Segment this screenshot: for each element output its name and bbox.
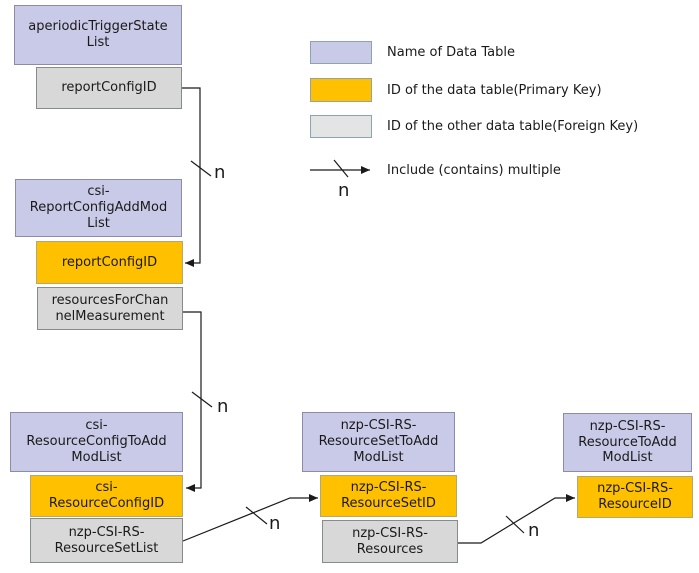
- multiplicity-tick: [245, 506, 268, 525]
- multiplicity-tick: [505, 515, 525, 534]
- legend-table-name-swatch: [310, 41, 372, 64]
- multiplicity-label: n: [269, 513, 280, 534]
- table-name-label: aperiodicTriggerState List: [28, 19, 168, 50]
- multiplicity-tick: [190, 160, 212, 177]
- table-name-label: nzp-CSI-RS- ResourceToAdd ModList: [578, 418, 677, 466]
- connector-line: [182, 87, 201, 267]
- foreign-key-reportConfigID: reportConfigID: [36, 67, 182, 109]
- foreign-key-label: reportConfigID: [61, 80, 157, 96]
- foreign-key-label: resourcesForChan nelMeasurement: [51, 292, 169, 324]
- legend-foreign-key-swatch: [310, 115, 372, 138]
- table-name-label: nzp-CSI-RS- ResourceSetToAdd ModList: [318, 418, 439, 465]
- primary-key-label: nzp-CSI-RS- ResourceID: [597, 481, 673, 512]
- table-name-label: csi- ResourceConfigToAdd ModList: [26, 418, 167, 465]
- foreign-key-resourcesForChannelMeasurement: resourcesForChan nelMeasurement: [37, 287, 183, 330]
- multiplicity-label: n: [528, 520, 539, 541]
- primary-key-nzp-CSI-RS-ResourceSetID: nzp-CSI-RS- ResourceSetID: [320, 475, 457, 517]
- legend-table-name-label: Name of Data Table: [387, 45, 515, 60]
- legend-multiple-label: Include (contains) multiple: [387, 163, 561, 178]
- foreign-key-label: nzp-CSI-RS- Resources: [352, 525, 428, 557]
- legend-primary-key-label: ID of the data table(Primary Key): [387, 83, 602, 98]
- legend-multiplicity-tick: [333, 159, 349, 178]
- multiplicity-tick: [191, 391, 213, 408]
- primary-key-reportConfigID: reportConfigID: [36, 241, 183, 284]
- primary-key-label: csi- ResourceConfigID: [48, 480, 165, 511]
- foreign-key-nzp-CSI-RS-Resources: nzp-CSI-RS- Resources: [322, 520, 458, 563]
- table-name-csi-ReportConfigAddModList: csi- ReportConfigAddMod List: [15, 179, 182, 237]
- primary-key-label: reportConfigID: [61, 254, 158, 270]
- table-name-nzp-CSI-RS-ResourceSetToAddModList: nzp-CSI-RS- ResourceSetToAdd ModList: [302, 412, 455, 472]
- table-name-csi-ResourceConfigToAddModList: csi- ResourceConfigToAdd ModList: [10, 412, 183, 472]
- multiplicity-label: n: [217, 396, 228, 417]
- primary-key-nzp-CSI-RS-ResourceID: nzp-CSI-RS- ResourceID: [577, 476, 693, 518]
- connector-line: [458, 494, 575, 544]
- table-name-nzp-CSI-RS-ResourceToAddModList: nzp-CSI-RS- ResourceToAdd ModList: [563, 413, 692, 472]
- legend-multiplicity-label: n: [338, 180, 349, 201]
- multiplicity-label: n: [214, 162, 225, 183]
- legend-foreign-key-label: ID of the other data table(Foreign Key): [387, 119, 639, 134]
- table-name-aperiodicTriggerStateList: aperiodicTriggerState List: [14, 5, 182, 65]
- foreign-key-nzp-CSI-RS-ResourceSetList: nzp-CSI-RS- ResourceSetList: [30, 518, 183, 563]
- primary-key-csi-ResourceConfigID: csi- ResourceConfigID: [30, 475, 183, 517]
- connector-line: [183, 311, 202, 492]
- connector-line: [182, 494, 318, 542]
- foreign-key-label: nzp-CSI-RS- ResourceSetList: [54, 524, 159, 556]
- table-name-label: csi- ReportConfigAddMod List: [29, 184, 168, 231]
- primary-key-label: nzp-CSI-RS- ResourceSetID: [341, 480, 436, 511]
- legend-primary-key-swatch: [310, 78, 372, 102]
